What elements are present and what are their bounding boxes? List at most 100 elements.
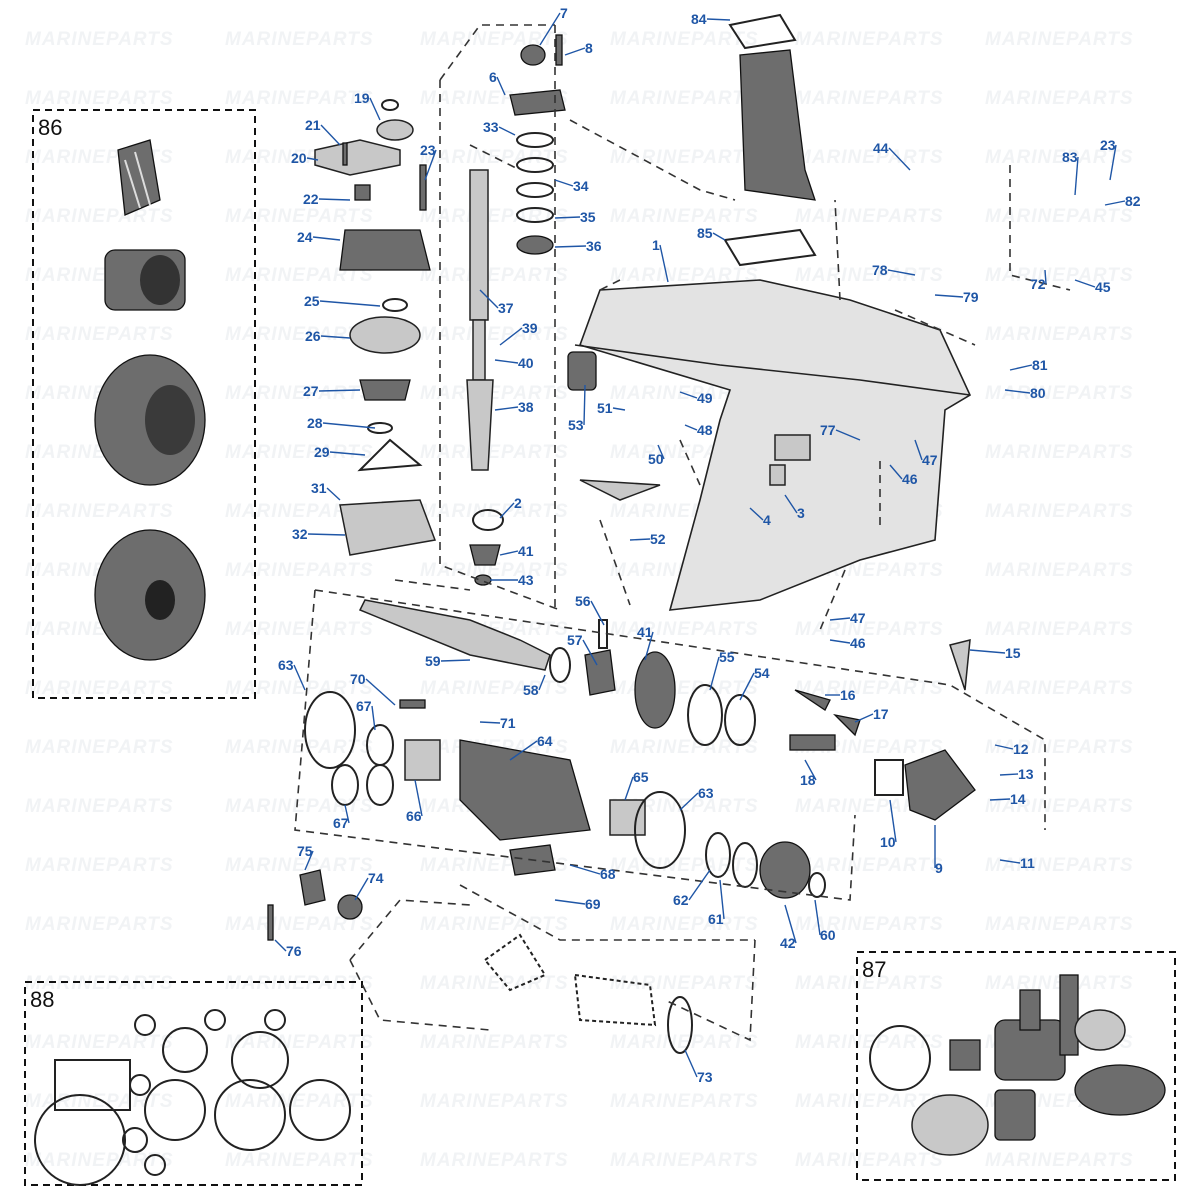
watermark-text: MARINEPARTS (225, 265, 374, 286)
leader-line (889, 464, 903, 480)
leader-line (719, 879, 725, 920)
watermark-text: MARINEPARTS (795, 1150, 944, 1171)
watermark-text: MARINEPARTS (610, 206, 759, 227)
watermark-text: MARINEPARTS (795, 265, 944, 286)
leader-line (499, 550, 519, 556)
watermark-text: MARINEPARTS (420, 678, 569, 699)
part-callout-56: 56 (575, 593, 591, 609)
leader-line (706, 18, 731, 21)
part-callout-51: 51 (597, 400, 613, 416)
part-callout-85: 85 (697, 225, 713, 241)
part-callout-24: 24 (297, 229, 313, 245)
leader-line (554, 216, 581, 219)
leader-line (629, 538, 651, 541)
leader-line (539, 12, 561, 46)
watermark-text: MARINEPARTS (610, 973, 759, 994)
propshaft-assembly (267, 599, 976, 1054)
kit-number-seal-kit: 88 (30, 987, 54, 1012)
part-callout-41: 41 (637, 624, 653, 640)
watermark-layer: MARINEPARTS MARINEPARTS MARINEPARTS MARINEP… (25, 29, 1134, 1171)
part-callout-83: 83 (1062, 149, 1078, 165)
watermark-text: MARINEPARTS (610, 147, 759, 168)
leader-line (999, 773, 1019, 776)
watermark-text: MARINEPARTS (25, 678, 174, 699)
gearcase-housing (567, 13, 972, 611)
leader-line (312, 236, 341, 241)
leader-line (304, 850, 314, 871)
part-callout-47: 47 (922, 452, 938, 468)
part-callout-59: 59 (425, 653, 441, 669)
pinion-gear-image (117, 139, 161, 216)
seal-kit-image (34, 1009, 351, 1186)
watermark-text: MARINEPARTS (25, 88, 174, 109)
leader-line (999, 859, 1021, 864)
part-callout-15: 15 (1005, 645, 1021, 661)
leader-line (479, 721, 501, 724)
part-callout-54: 54 (754, 665, 770, 681)
part-callout-79: 79 (963, 289, 979, 305)
part-callout-39: 39 (522, 320, 538, 336)
watermark-text: MARINEPARTS (610, 29, 759, 50)
leader-line (590, 600, 605, 626)
forward-gear-image (94, 354, 206, 486)
part-callout-80: 80 (1030, 385, 1046, 401)
leader-line (499, 502, 515, 519)
leader-line (424, 149, 437, 181)
watermark-text: MARINEPARTS (420, 265, 569, 286)
part-callout-40: 40 (518, 355, 534, 371)
part-callout-49: 49 (697, 390, 713, 406)
part-callout-37: 37 (498, 300, 514, 316)
leader-line (414, 779, 423, 817)
watermark-text: MARINEPARTS (225, 914, 374, 935)
part-callout-74: 74 (368, 870, 384, 886)
watermark-text: MARINEPARTS (225, 383, 374, 404)
leader-line (1044, 269, 1047, 285)
watermark-text: MARINEPARTS (610, 88, 759, 109)
watermark-text: MARINEPARTS (610, 914, 759, 935)
watermark-text: MARINEPARTS (985, 442, 1134, 463)
part-callout-4: 4 (763, 512, 771, 528)
watermark-text: MARINEPARTS (795, 678, 944, 699)
watermark-text: MARINEPARTS (420, 324, 569, 345)
leader-line (440, 659, 471, 662)
watermark-text: MARINEPARTS (795, 973, 944, 994)
part-callout-7: 7 (560, 5, 568, 21)
gear-kit-box (32, 109, 256, 699)
part-callout-31: 31 (311, 480, 327, 496)
leader-line (1104, 200, 1126, 206)
part-callout-16: 16 (840, 687, 856, 703)
part-callout-42: 42 (780, 935, 796, 951)
watermark-text: MARINEPARTS (985, 914, 1134, 935)
watermark-text: MARINEPARTS (795, 147, 944, 168)
part-callout-55: 55 (719, 649, 735, 665)
leader-line (583, 384, 586, 426)
water-pump-kit-image (869, 974, 1166, 1156)
watermark-text: MARINEPARTS (225, 737, 374, 758)
leader-line (494, 406, 519, 411)
watermark-text: MARINEPARTS (795, 206, 944, 227)
part-callout-33: 33 (483, 119, 499, 135)
watermark-text: MARINEPARTS (795, 619, 944, 640)
leader-line (320, 335, 351, 339)
leader-line (612, 407, 626, 411)
watermark-text: MARINEPARTS (25, 29, 174, 50)
part-callout-47: 47 (850, 610, 866, 626)
leader-line (709, 656, 720, 691)
watermark-text: MARINEPARTS (985, 147, 1134, 168)
part-callout-46: 46 (902, 471, 918, 487)
leader-line (624, 776, 634, 801)
watermark-text: MARINEPARTS (25, 737, 174, 758)
part-callout-19: 19 (354, 90, 370, 106)
leader-line (1109, 144, 1117, 181)
leader-line (749, 507, 764, 521)
part-callout-48: 48 (697, 422, 713, 438)
leader-line (829, 639, 851, 644)
watermark-text: MARINEPARTS (610, 1091, 759, 1112)
watermark-text: MARINEPARTS (225, 324, 374, 345)
part-callout-63: 63 (698, 785, 714, 801)
kit-number-gears: 86 (38, 115, 62, 140)
part-callout-29: 29 (314, 444, 330, 460)
part-callout-27: 27 (303, 383, 319, 399)
leader-line (569, 864, 601, 875)
